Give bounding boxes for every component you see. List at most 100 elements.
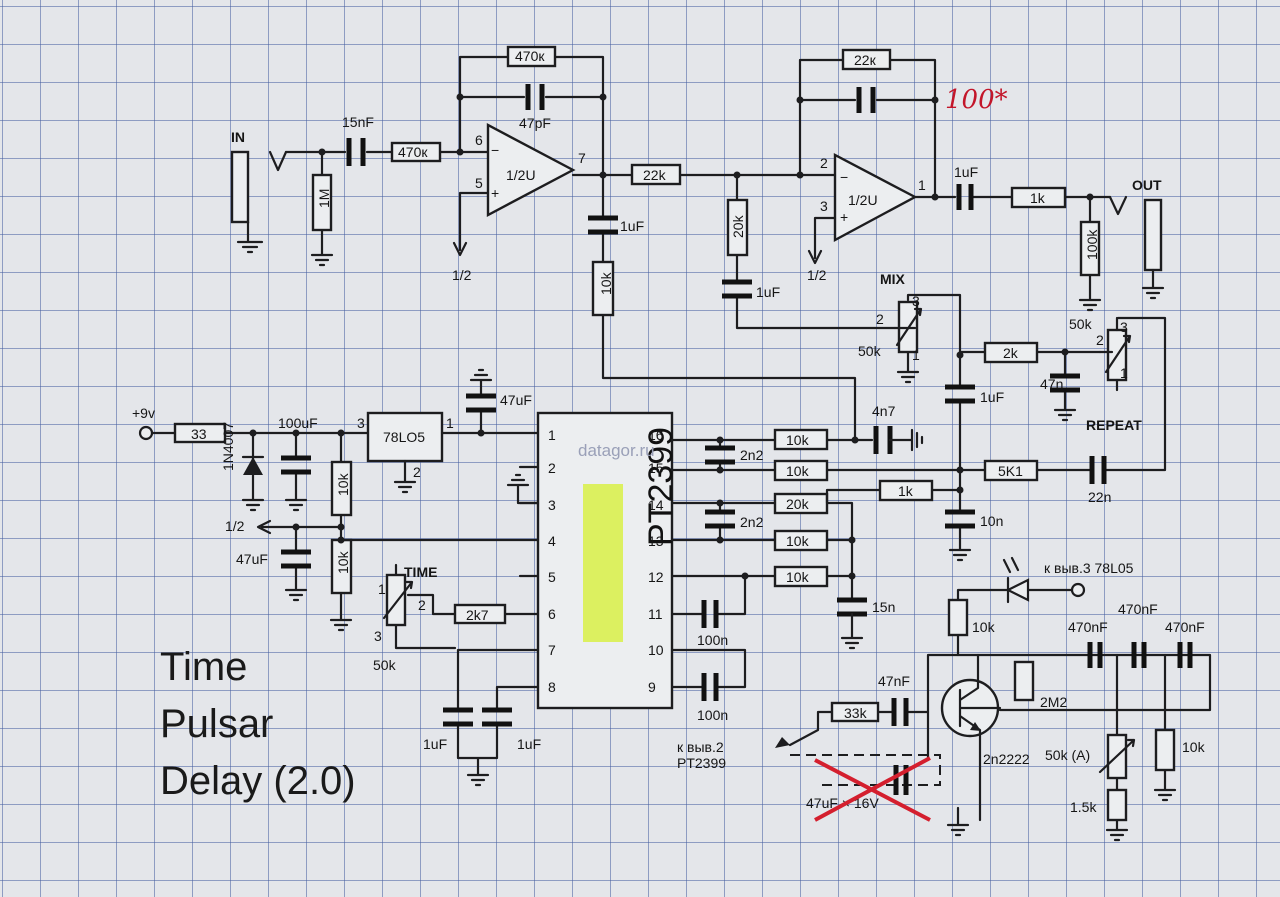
resistor-1M bbox=[311, 173, 333, 232]
resistor-10k-13 bbox=[773, 529, 829, 552]
repeat-wires bbox=[1035, 316, 1167, 472]
mix-dry-wire bbox=[735, 173, 897, 330]
c10n-wires bbox=[948, 353, 972, 562]
mix-label: MIX bbox=[880, 271, 906, 287]
r-div1-label: 10k bbox=[335, 472, 351, 496]
r-div2-label: 10k bbox=[335, 550, 351, 574]
svg-text:6: 6 bbox=[548, 606, 556, 622]
ic-left-stubs bbox=[518, 465, 540, 578]
lfo-pot-wires bbox=[1105, 653, 1129, 842]
svg-text:470nF: 470nF bbox=[1165, 619, 1205, 635]
ic-pin3-gnd bbox=[506, 473, 540, 505]
resistor-10k-12 bbox=[773, 565, 829, 588]
red-cross-mark bbox=[814, 756, 931, 822]
svg-text:8: 8 bbox=[548, 679, 556, 695]
c-100n-a-label: 100n bbox=[697, 632, 728, 648]
c47-reg-wires bbox=[469, 368, 493, 435]
repeat-label: REPEAT bbox=[1086, 417, 1142, 433]
out-label: OUT bbox=[1132, 177, 1162, 193]
half-supply-arrow bbox=[256, 519, 343, 535]
pot-time-label: 50k bbox=[373, 657, 397, 673]
c-10n-label: 10n bbox=[980, 513, 1003, 529]
resistor-22k-fb bbox=[841, 48, 892, 71]
c-fb1-label: 47pF bbox=[519, 115, 551, 131]
c4n7-gnd bbox=[888, 428, 924, 452]
pot-mix-label: 50k bbox=[858, 343, 882, 359]
svg-text:2k: 2k bbox=[1003, 345, 1019, 361]
output-jack bbox=[1141, 198, 1165, 300]
svg-text:2: 2 bbox=[1096, 332, 1104, 348]
regulator-78L05 bbox=[366, 411, 444, 463]
svg-text:10: 10 bbox=[648, 642, 664, 658]
c-22n-label: 22n bbox=[1088, 489, 1111, 505]
resistor-2M2 bbox=[1013, 660, 1035, 702]
bias-wires bbox=[310, 150, 334, 267]
c-15n-label: 15n bbox=[872, 599, 895, 615]
resistor-20k bbox=[726, 198, 749, 257]
out-load-wires bbox=[1078, 195, 1102, 312]
supply-label: +9v bbox=[132, 405, 155, 421]
mix-pot-wires bbox=[896, 293, 962, 384]
svg-text:4: 4 bbox=[548, 533, 556, 549]
opamp2-bias-label: 1/2 bbox=[807, 267, 827, 283]
ic-pin6-wire bbox=[406, 593, 540, 616]
r-fb1-label: 470к bbox=[515, 48, 545, 64]
r-2k7-label: 2k7 bbox=[466, 607, 489, 623]
lfo-output-wires bbox=[788, 710, 930, 747]
ic-pin7-8-wires bbox=[456, 648, 540, 787]
opamp1-bias-wire bbox=[452, 191, 490, 257]
opamp2-pin-inv: 2 bbox=[820, 155, 828, 171]
c-1uF-b-label: 1uF bbox=[756, 284, 780, 300]
opamp2-pin-noninv: 3 bbox=[820, 198, 828, 214]
resistor-100k bbox=[1079, 220, 1101, 277]
svg-text:3: 3 bbox=[1120, 319, 1128, 335]
svg-text:1.5k: 1.5k bbox=[1070, 799, 1097, 815]
c100-wires bbox=[284, 431, 308, 512]
svg-text:3: 3 bbox=[548, 497, 556, 513]
pin2-note-1: к выв.2 bbox=[677, 739, 724, 755]
svg-text:2: 2 bbox=[876, 311, 884, 327]
ic-label-highlight bbox=[583, 484, 623, 642]
diode-1N4007 bbox=[243, 457, 263, 475]
svg-text:3: 3 bbox=[374, 628, 382, 644]
resistor-33k bbox=[830, 701, 880, 723]
c-100uF-label: 100uF bbox=[278, 415, 318, 431]
c-4n7-label: 4n7 bbox=[872, 403, 896, 419]
handwritten-note-100: 100* bbox=[945, 85, 1008, 115]
opamp1-pin-inv: 6 bbox=[475, 132, 483, 148]
c-out2-label: 1uF bbox=[954, 164, 978, 180]
title-line-1: Time bbox=[160, 645, 247, 689]
r-22k-label: 22k bbox=[643, 167, 667, 183]
svg-text:470nF: 470nF bbox=[1118, 601, 1158, 617]
regulator-pin-out: 1 bbox=[446, 415, 454, 431]
time-label: TIME bbox=[404, 564, 437, 580]
resistor-10k-15 bbox=[773, 459, 829, 482]
c-2n2-b-label: 2n2 bbox=[740, 514, 764, 530]
delay-send-wire bbox=[601, 173, 857, 442]
lfo-r10k-wires bbox=[1153, 653, 1177, 802]
r-in-label: 470к bbox=[398, 144, 428, 160]
opamp1-bias-label: 1/2 bbox=[452, 267, 472, 283]
c-1uF-8-label: 1uF bbox=[517, 736, 541, 752]
crossed-dashed-wire bbox=[790, 754, 941, 786]
svg-text:10k: 10k bbox=[786, 569, 810, 585]
svg-text:10k: 10k bbox=[786, 463, 810, 479]
resistor-10k-lfo bbox=[1154, 728, 1176, 772]
transistor-label: 2n2222 bbox=[983, 751, 1030, 767]
c-47n-label: 47n bbox=[1040, 376, 1063, 392]
c-1uF-mix-label: 1uF bbox=[980, 389, 1004, 405]
out-arrow bbox=[1108, 195, 1128, 216]
c47-half-wires bbox=[284, 525, 308, 602]
opamp2-label: 1/2U bbox=[848, 192, 878, 208]
pot-time bbox=[385, 573, 407, 627]
svg-text:470nF: 470nF bbox=[1068, 619, 1108, 635]
svg-text:10k: 10k bbox=[1182, 739, 1206, 755]
transistor-leads bbox=[958, 653, 1002, 822]
half-label: 1/2 bbox=[225, 518, 245, 534]
pot-repeat-wires bbox=[1098, 316, 1132, 392]
regulator-gnd bbox=[393, 459, 417, 494]
svg-text:20k: 20k bbox=[786, 496, 810, 512]
r-33-label: 33 bbox=[191, 426, 207, 442]
